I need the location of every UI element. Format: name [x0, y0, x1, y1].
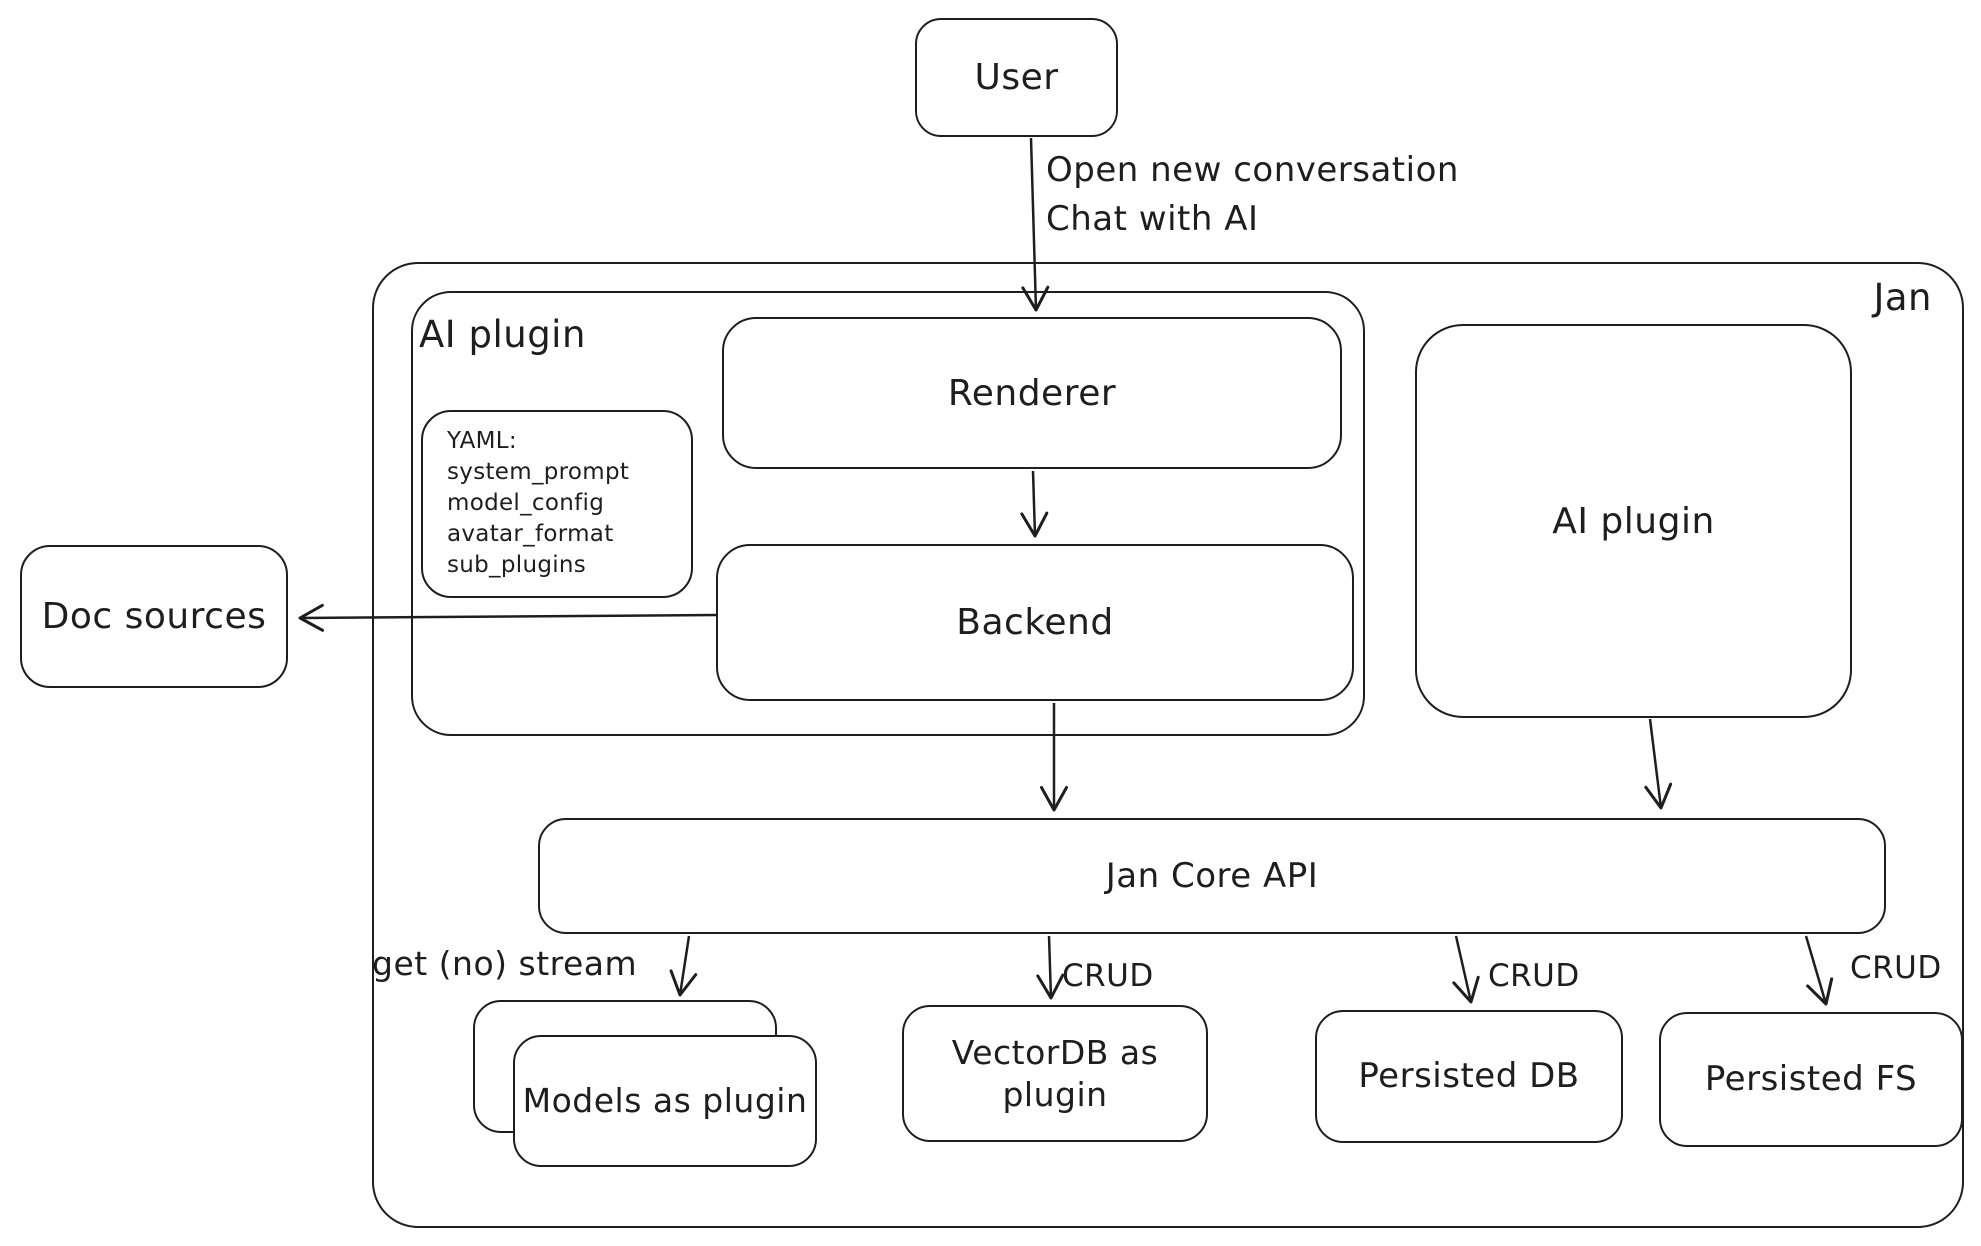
ai-plugin-node: AI plugin	[1415, 324, 1852, 718]
edge-label-get-no-stream: get (no) stream	[372, 944, 638, 983]
yaml-line: model_config	[447, 490, 605, 516]
vectordb-plugin-node: VectorDB as plugin	[902, 1005, 1208, 1142]
edge-label-crud-persisted-fs: CRUD	[1850, 950, 1942, 986]
yaml-line: sub_plugins	[447, 552, 587, 578]
user-node-label: User	[974, 57, 1059, 98]
edge-label-open-conversation-line2: Chat with AI	[1046, 199, 1259, 239]
edge-label-crud-persisted-db: CRUD	[1488, 958, 1580, 994]
doc-sources-node-label: Doc sources	[41, 596, 267, 637]
ai-plugin-group-label: AI plugin	[419, 313, 586, 356]
renderer-node: Renderer	[722, 317, 1342, 469]
yaml-line: avatar_format	[447, 521, 614, 547]
yaml-config-note: YAML: system_prompt model_config avatar_…	[421, 410, 693, 598]
jan-container-label: Jan	[1873, 276, 1932, 319]
edge-label-open-conversation: Open new conversation Chat with AI	[1046, 146, 1459, 244]
yaml-config-text: YAML: system_prompt model_config avatar_…	[447, 426, 629, 581]
jan-core-api-node: Jan Core API	[538, 818, 1886, 934]
doc-sources-node: Doc sources	[20, 545, 288, 688]
edge-label-open-conversation-line1: Open new conversation	[1046, 150, 1459, 190]
backend-node-label: Backend	[956, 602, 1114, 643]
user-node: User	[915, 18, 1118, 137]
models-plugin-node: Models as plugin	[513, 1035, 817, 1167]
jan-core-api-node-label: Jan Core API	[1105, 855, 1319, 896]
yaml-line: YAML:	[447, 428, 517, 454]
models-plugin-node-label: Models as plugin	[522, 1081, 808, 1121]
edge-label-crud-vectordb: CRUD	[1062, 958, 1154, 994]
persisted-db-node-label: Persisted DB	[1358, 1056, 1580, 1097]
ai-plugin-node-label: AI plugin	[1552, 500, 1715, 542]
backend-node: Backend	[716, 544, 1354, 701]
jan-container-box: Jan	[372, 262, 1964, 1228]
renderer-node-label: Renderer	[947, 372, 1117, 414]
persisted-fs-node-label: Persisted FS	[1704, 1059, 1918, 1100]
ai-plugin-group-box: AI plugin	[411, 291, 1365, 736]
persisted-db-node: Persisted DB	[1315, 1010, 1623, 1143]
yaml-line: system_prompt	[447, 459, 630, 485]
vectordb-plugin-node-label: VectorDB as plugin	[951, 1033, 1159, 1114]
persisted-fs-node: Persisted FS	[1659, 1012, 1963, 1147]
